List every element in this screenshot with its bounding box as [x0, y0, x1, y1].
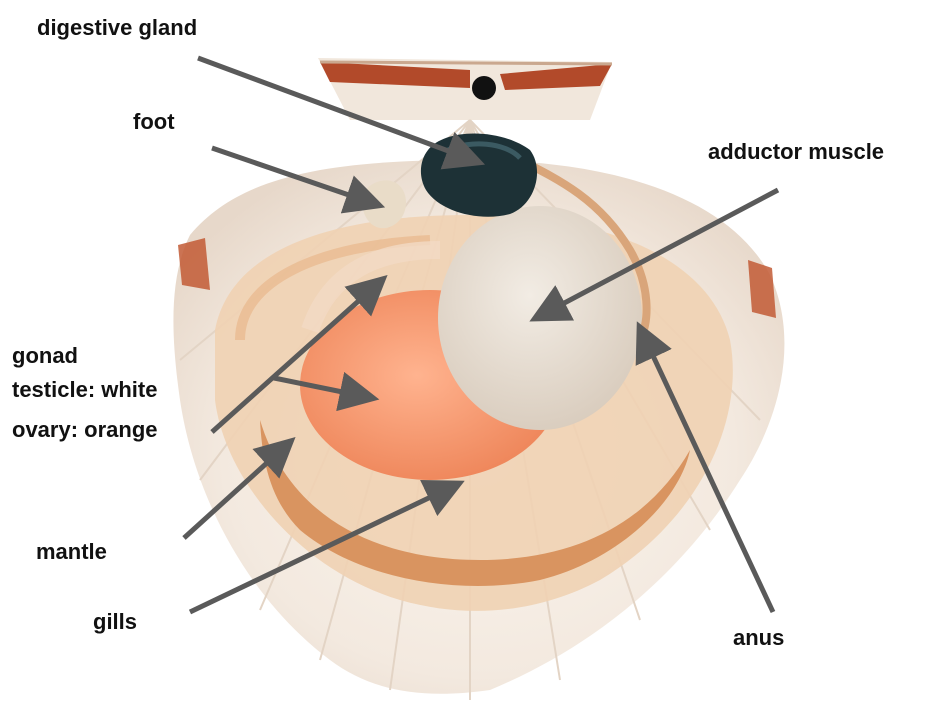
label-anus: anus	[733, 624, 784, 651]
label-digestive-gland: digestive gland	[37, 14, 197, 41]
label-gonad-testicle: testicle: white	[12, 376, 157, 403]
shell-hinge	[318, 58, 612, 120]
label-gills: gills	[93, 608, 137, 635]
label-adductor-muscle: adductor muscle	[708, 138, 884, 165]
label-mantle: mantle	[36, 538, 107, 565]
hinge-spot	[472, 76, 496, 100]
label-foot: foot	[133, 108, 175, 135]
label-gonad-ovary: ovary: orange	[12, 416, 158, 443]
label-gonad: gonad	[12, 342, 78, 369]
